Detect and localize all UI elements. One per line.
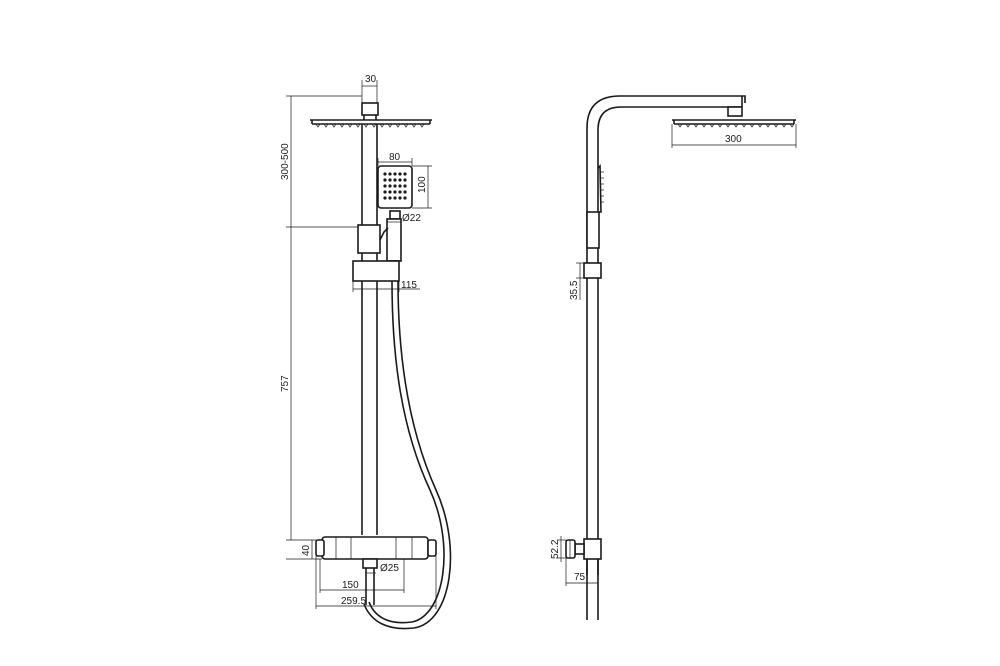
side-shower-head [672,119,796,128]
head-nozzle [741,123,747,128]
dim-hand-shower-height: 100 [417,176,428,193]
head-nozzle [331,123,337,128]
spray-hole [393,190,397,194]
head-nozzle [789,123,795,128]
side-shower-arm [586,95,746,620]
spray-hole [388,196,392,200]
head-nozzle [749,123,755,128]
head-nozzle [765,123,771,128]
side-dimension-lines [557,124,797,586]
dim-side-wall-offset: 75 [574,572,586,583]
side-hand-shower [586,164,604,249]
front-hose [363,280,452,630]
head-nozzle [733,123,739,128]
side-valve-connector [565,538,602,575]
head-nozzle [379,123,385,128]
head-nozzle [685,123,691,128]
spray-hole [393,184,397,188]
dim-valve-width: 259.5 [341,596,366,607]
head-nozzle [701,123,707,128]
dim-slider-width: 115 [401,280,417,291]
dim-hand-shower-width: 80 [389,152,401,163]
head-nozzle [677,123,683,128]
spray-hole [393,178,397,182]
head-nozzle [419,123,425,128]
head-nozzle [403,123,409,128]
dim-inlet-spacing: 150 [342,580,359,591]
spray-hole [398,184,402,188]
front-view: 30 300-500 80 100 Ø22 115 757 40 Ø25 150… [280,74,452,630]
spray-hole [383,196,387,200]
head-nozzle [709,123,715,128]
spray-hole [388,190,392,194]
head-nozzle [395,123,401,128]
spray-hole [403,178,407,182]
head-nozzle [315,123,321,128]
dim-side-slider-height: 35.5 [569,280,580,300]
front-shower-head [310,102,432,128]
spray-hole [383,172,387,176]
spray-hole [393,172,397,176]
spray-hole [403,172,407,176]
spray-hole [383,178,387,182]
front-dimension-lines [286,80,437,609]
front-thermostatic-valve [315,536,437,605]
spray-hole [403,196,407,200]
head-nozzle [773,123,779,128]
spray-hole [383,190,387,194]
head-nozzle [693,123,699,128]
spray-hole [403,190,407,194]
head-nozzle [363,123,369,128]
front-slider-bracket [352,260,400,282]
head-nozzle [387,123,393,128]
dim-valve-height: 40 [301,544,312,556]
head-nozzle [725,123,731,128]
head-nozzle [371,123,377,128]
dim-hose-diameter: Ø22 [402,213,421,224]
spray-hole [403,184,407,188]
dim-outlet-diameter: Ø25 [380,563,399,574]
front-riser-pipe [361,124,378,535]
head-nozzle [355,123,361,128]
spray-hole [393,196,397,200]
dim-head-width: 30 [365,74,377,85]
front-hand-shower [377,165,413,272]
spray-hole [388,184,392,188]
dim-side-head-diameter: 300 [725,134,742,145]
head-nozzle [339,123,345,128]
dim-head-height-range: 300-500 [280,143,291,180]
head-nozzle [757,123,763,128]
head-nozzle [323,123,329,128]
head-nozzle [411,123,417,128]
dim-rail-length: 757 [280,375,291,392]
side-view: 300 35.5 52.2 75 [550,95,797,620]
head-nozzle [717,123,723,128]
dim-side-knob-height: 52.2 [550,539,561,559]
side-slider-bracket [583,262,602,279]
spray-hole [398,172,402,176]
spray-hole [388,178,392,182]
front-diverter-lever [357,224,389,254]
head-nozzle [781,123,787,128]
spray-hole [388,172,392,176]
spray-hole [398,190,402,194]
spray-hole [383,184,387,188]
spray-hole [398,178,402,182]
spray-hole [398,196,402,200]
head-nozzle [347,123,353,128]
